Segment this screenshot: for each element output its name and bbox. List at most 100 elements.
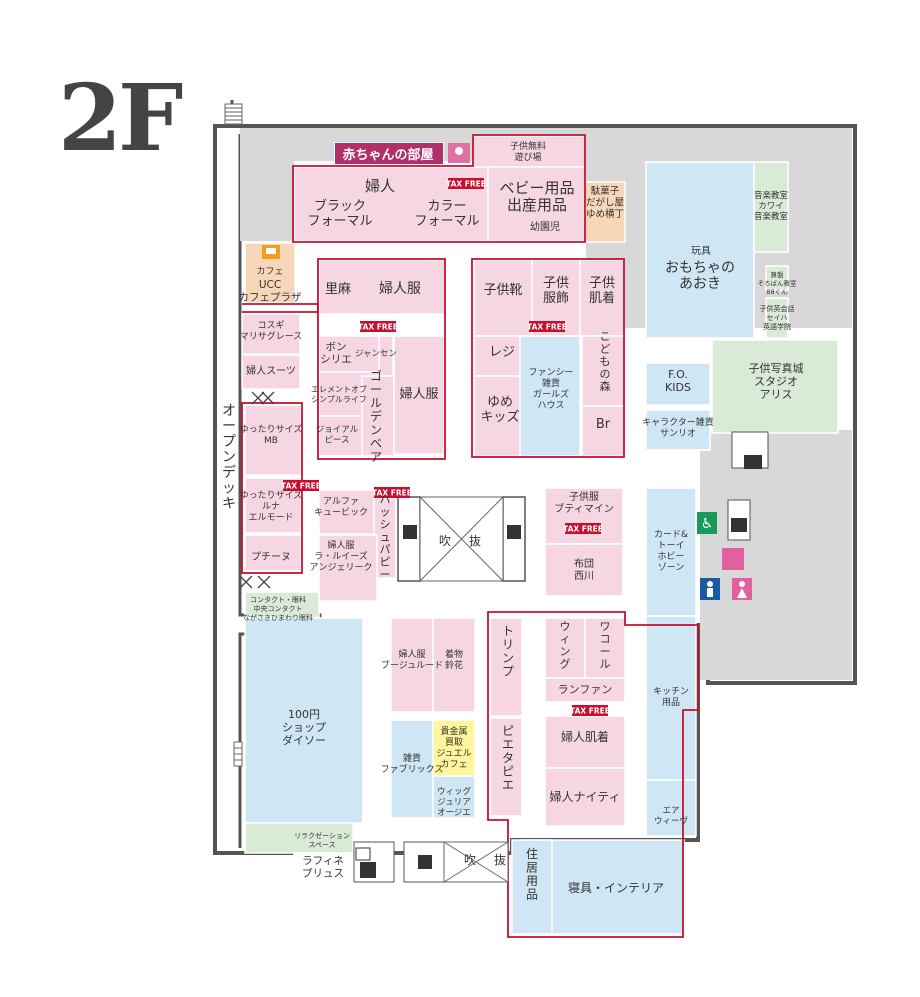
- store-label-char: こ: [600, 330, 611, 343]
- store-label-line: 買取: [445, 737, 463, 748]
- store-fujinhadagi[interactable]: 婦人肌着: [561, 729, 609, 744]
- store-cafe-label[interactable]: カフェ: [256, 266, 283, 277]
- store-label-line: 肌着: [589, 290, 615, 306]
- store-fokids[interactable]: F.O.KIDS: [665, 368, 691, 394]
- store-block-52: [390, 719, 434, 819]
- store-label-line: 雑貨: [542, 377, 560, 389]
- store-satoasa[interactable]: 里麻: [325, 282, 351, 297]
- store-label-char: プ: [222, 434, 236, 450]
- store-block-45: [544, 677, 626, 703]
- store-label-char: ウ: [560, 620, 571, 633]
- store-label-line: 赤ちゃんの部屋: [342, 147, 433, 163]
- stairs-icon: [224, 103, 243, 125]
- store-label-line: Br: [596, 417, 611, 432]
- store-toy-label[interactable]: 玩具: [691, 245, 711, 257]
- store-br[interactable]: Br: [596, 417, 611, 432]
- baby-room-icon: [448, 143, 470, 163]
- store-label-line: 子供写真城: [749, 361, 804, 375]
- store-label-line: ブージュルード: [381, 659, 443, 671]
- store-fujin-suit[interactable]: 婦人スーツ: [246, 365, 296, 377]
- store-shingu[interactable]: 寝具・インテリア: [568, 880, 664, 895]
- store-label-char: 住: [526, 847, 538, 861]
- store-fukinuke2[interactable]: 吹抜: [464, 853, 506, 867]
- store-kodomogutsu[interactable]: 子供靴: [483, 283, 522, 298]
- store-petine[interactable]: プチーヌ: [251, 551, 291, 563]
- store-lanfan[interactable]: ランファン: [558, 683, 613, 696]
- store-akachan[interactable]: 赤ちゃんの部屋: [342, 147, 433, 163]
- store-nightie[interactable]: 婦人ナイティ: [549, 789, 620, 804]
- store-label-line: おもちゃの: [665, 260, 735, 276]
- store-label-line: 貴金属: [440, 725, 467, 737]
- store-reji[interactable]: レジ: [489, 345, 515, 360]
- store-label-line: マリサグレース: [240, 330, 303, 342]
- store-fujinfuku1[interactable]: 婦人服: [379, 280, 421, 297]
- store-label-line: 遊び場: [514, 151, 541, 163]
- store-label-line: ジャンセン: [355, 349, 397, 359]
- store-label-line: コンタクト・眼科: [250, 595, 306, 604]
- store-jansen[interactable]: ジャンセン: [355, 349, 397, 359]
- store-label-char: プ: [502, 665, 514, 679]
- store-label-char: ュ: [380, 531, 391, 544]
- store-label-line: シンプルライフ: [311, 395, 367, 404]
- store-fukinuke1[interactable]: 吹抜: [439, 534, 481, 548]
- store-fujinfuku2[interactable]: 婦人服: [399, 386, 438, 402]
- store-block-8: [241, 354, 301, 390]
- store-label-line: ベビー用品: [499, 179, 574, 197]
- store-label-char: 居: [526, 861, 538, 875]
- store-label-char: ィ: [560, 633, 571, 646]
- store-label-line: ルナ: [262, 501, 280, 512]
- store-label-char: リ: [502, 638, 514, 652]
- store-fujin[interactable]: 婦人: [365, 177, 395, 195]
- store-youjien[interactable]: 幼園児: [530, 220, 560, 233]
- store-label-char: ハ: [380, 493, 391, 506]
- store-block-24: [579, 259, 625, 337]
